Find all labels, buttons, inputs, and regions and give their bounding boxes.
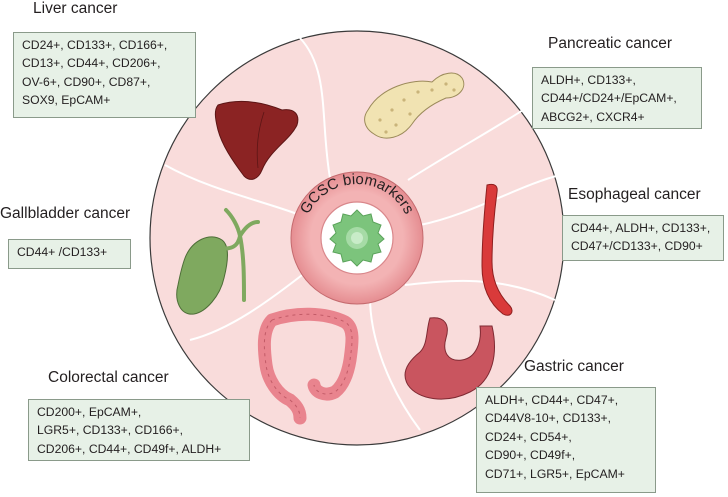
- gallbladder-icon: [176, 208, 260, 315]
- marker-line: SOX9, EpCAM+: [22, 93, 111, 108]
- marker-line: LGR5+, CD133+, CD166+,: [37, 423, 183, 438]
- pancreas-icon: [364, 72, 465, 139]
- marker-line: CD47+/CD133+, CD90+: [571, 239, 703, 254]
- marker-line: CD24+, CD54+,: [485, 429, 572, 444]
- pancreatic-markers-box: ALDH+, CD133+, CD44+/CD24+/EpCAM+, ABCG2…: [532, 67, 702, 129]
- liver-icon: [214, 100, 299, 180]
- esophageal-title: Esophageal cancer: [568, 186, 701, 203]
- colorectal-title: Colorectal cancer: [48, 369, 169, 386]
- stem-cell-icon: [329, 209, 385, 267]
- marker-line: CD24+, CD133+, CD166+,: [22, 38, 168, 52]
- marker-line: CD44V8-10+, CD133+,: [485, 411, 612, 426]
- liver-markers-box: CD24+, CD133+, CD166+, CD13+, CD44+, CD2…: [13, 32, 196, 118]
- gallbladder-title: Gallbladder cancer: [0, 205, 131, 222]
- colorectal-markers-box: CD200+, EpCAM+, LGR5+, CD133+, CD166+, C…: [28, 399, 250, 461]
- marker-line: CD71+, LGR5+, EpCAM+: [485, 466, 625, 481]
- marker-line: CD44+, ALDH+, CD133+,: [571, 221, 711, 235]
- esophageal-markers-box: CD44+, ALDH+, CD133+, CD47+/CD133+, CD90…: [562, 215, 724, 261]
- marker-line: CD90+, CD49f+,: [485, 448, 576, 463]
- gastric-markers-box: ALDH+, CD44+, CD47+, CD44V8-10+, CD133+,…: [476, 387, 656, 493]
- gastric-title: Gastric cancer: [524, 358, 624, 375]
- marker-line: ABCG2+, CXCR4+: [541, 109, 645, 124]
- marker-line: OV-6+, CD90+, CD87+,: [22, 74, 151, 89]
- stomach-icon: [404, 317, 495, 400]
- marker-line: CD44+ /CD133+: [17, 245, 108, 259]
- marker-line: CD200+, EpCAM+,: [37, 405, 142, 419]
- marker-line: CD44+/CD24+/EpCAM+,: [541, 91, 677, 106]
- marker-line: ALDH+, CD133+,: [541, 73, 636, 87]
- marker-line: CD13+, CD44+, CD206+,: [22, 56, 161, 71]
- colon-icon: [257, 307, 359, 425]
- gallbladder-markers-box: CD44+ /CD133+: [8, 239, 131, 269]
- pancreatic-title: Pancreatic cancer: [548, 35, 673, 52]
- liver-title: Liver cancer: [33, 0, 118, 17]
- marker-line: ALDH+, CD44+, CD47+,: [485, 393, 619, 407]
- esophagus-icon: [481, 183, 513, 316]
- marker-line: CD206+, CD44+, CD49f+, ALDH+: [37, 441, 222, 456]
